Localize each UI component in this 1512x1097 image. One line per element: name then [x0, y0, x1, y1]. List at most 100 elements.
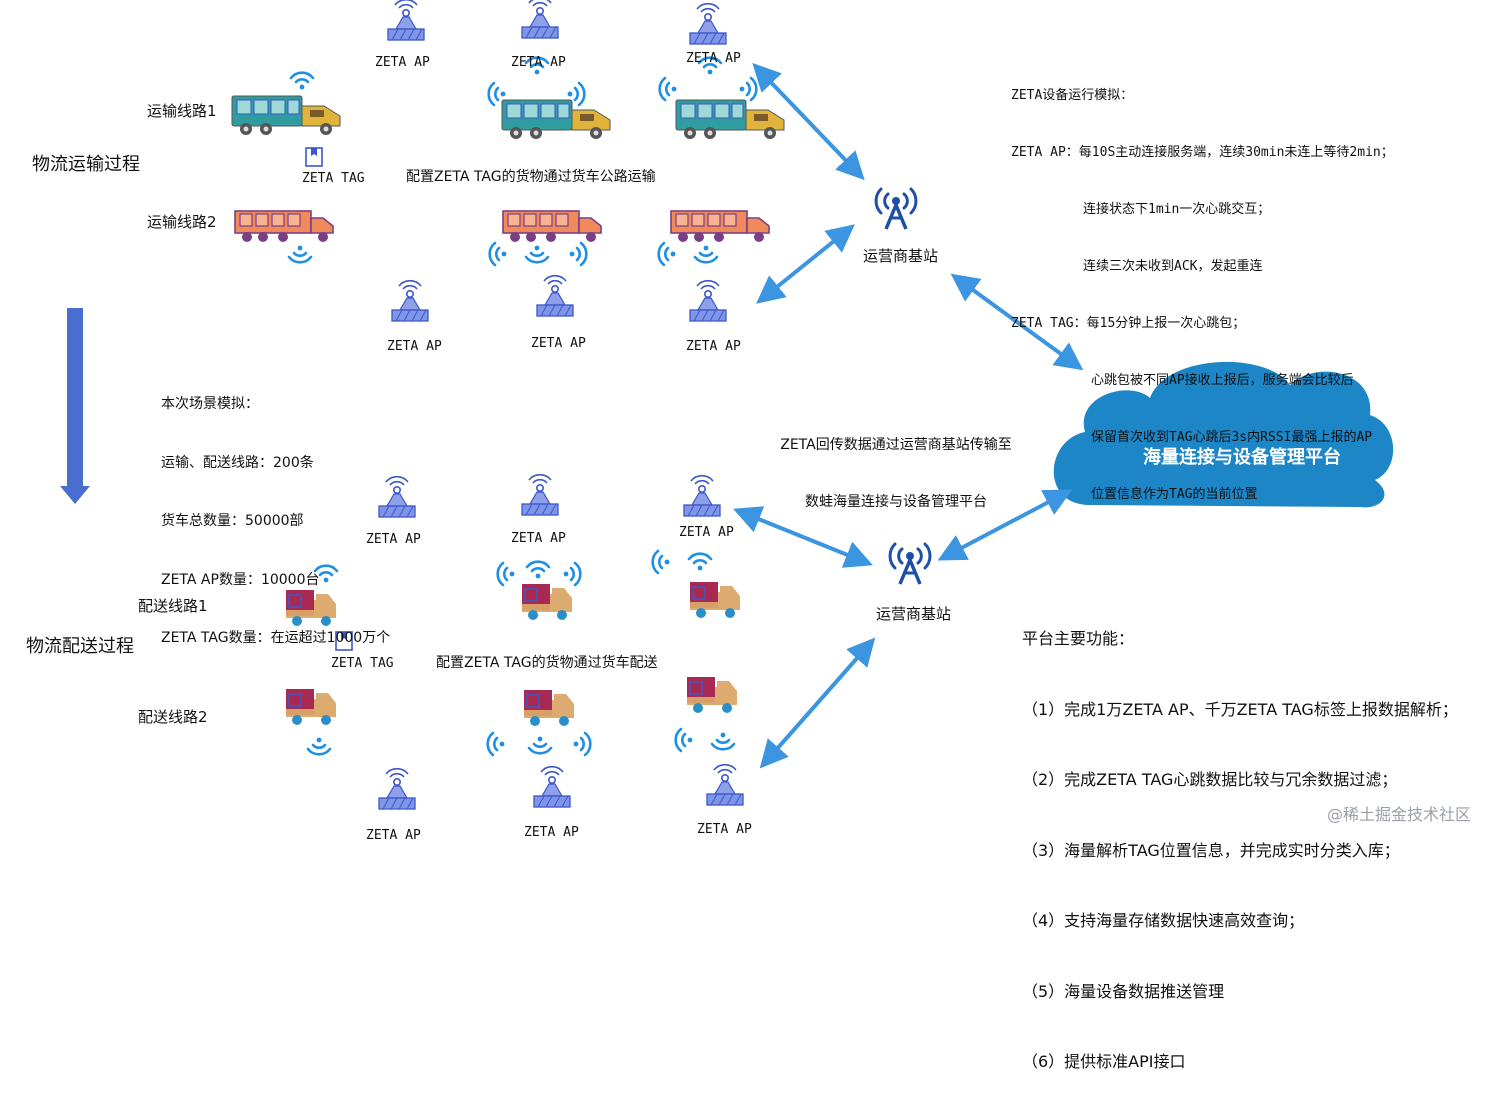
simulation-ap-line: 连续三次未收到ACK，发起重连 [1083, 259, 1263, 274]
signal-icon [657, 241, 677, 267]
route-label: 配送线路1 [138, 597, 208, 615]
link-arrow [733, 506, 873, 568]
van-icon [521, 583, 573, 621]
diagram-canvas [60, 0, 1394, 810]
platform-cloud [1053, 361, 1394, 508]
ap-icon [689, 279, 727, 322]
delivery-caption: 配置ZETA TAG的货物通过货车配送 [436, 655, 658, 671]
truck-icon [502, 210, 602, 243]
tag-icon [305, 147, 323, 167]
signal-icon [710, 731, 736, 751]
scenario-line: ZETA TAG数量：在运超过1000万个 [161, 630, 391, 646]
ap-label: ZETA AP [524, 825, 579, 840]
van-icon [285, 688, 337, 726]
ap-icon [689, 2, 727, 45]
transport-process-title: 物流运输过程 [32, 154, 140, 175]
ap-label: ZETA AP [375, 55, 430, 70]
ap-label: ZETA AP [366, 828, 421, 843]
simulation-title: ZETA设备运行模拟： [1011, 88, 1134, 103]
center-note-line: 数蛙海量连接与设备管理平台 [805, 494, 987, 510]
ap-icon [536, 274, 574, 317]
scenario-line: ZETA AP数量：10000台 [161, 571, 320, 588]
ap-icon [387, 0, 425, 41]
ap-icon [706, 763, 744, 806]
simulation-tag-line: 心跳包被不同AP接收上报后，服务端会比较后 [1091, 373, 1354, 388]
simulation-tag-line: 每15分钟上报一次心跳包； [1086, 316, 1246, 331]
ap-label: ZETA AP [697, 822, 752, 837]
simulation-ap-line: 连接状态下1min一次心跳交互； [1083, 202, 1271, 217]
platform-item: （1）完成1万ZETA AP、千万ZETA TAG标签上报数据解析； [1022, 699, 1458, 719]
signal-icon [568, 241, 588, 267]
platform-item: （6）提供标准API接口 [1022, 1052, 1186, 1071]
scenario-line: 运输、配送线路：200条 [161, 454, 314, 471]
platform-title: 平台主要功能： [1022, 629, 1135, 648]
transport-caption: 配置ZETA TAG的货物通过货车公路运输 [406, 169, 656, 185]
route-label: 运输线路2 [147, 213, 217, 231]
signal-icon [287, 244, 313, 264]
simulation-block: ZETA设备运行模拟： ZETA AP：每10S主动连接服务端，连续30min未… [1011, 48, 1394, 523]
signal-icon [289, 71, 315, 91]
platform-item: （2）完成ZETA TAG心跳数据比较与冗余数据过滤； [1022, 770, 1398, 789]
signal-icon [674, 727, 694, 753]
ap-label: ZETA AP [387, 339, 442, 354]
signal-icon [488, 241, 508, 267]
base-station-icon [888, 542, 932, 586]
truck-icon [670, 210, 770, 243]
platform-functions: 平台主要功能： （1）完成1万ZETA AP、千万ZETA TAG标签上报数据解… [1022, 580, 1458, 1097]
simulation-ap-row: ZETA AP：每10S主动连接服务端，连续30min未连上等待2min； [1011, 143, 1394, 162]
platform-item: （4）支持海量存储数据快速高效查询； [1022, 911, 1305, 930]
signal-icon [693, 244, 719, 264]
cloud-title: 海量连接与设备管理平台 [1143, 447, 1341, 468]
scenario-line: 货车总数量：50000部 [161, 513, 304, 529]
platform-item: （3）海量解析TAG位置信息，并完成实时分类入库； [1022, 840, 1400, 860]
van-icon [686, 676, 738, 714]
simulation-tag-line: 位置信息作为TAG的当前位置 [1091, 487, 1258, 502]
scenario-block: 本次场景模拟： 运输、配送线路：200条 货车总数量：50000部 ZETA A… [161, 356, 390, 668]
signal-icon [527, 735, 553, 755]
signal-icon [524, 244, 550, 264]
signal-icon [525, 560, 551, 580]
signal-icon [658, 76, 678, 102]
van-icon [689, 581, 741, 619]
signal-icon [306, 736, 332, 756]
delivery-process-title: 物流配送过程 [26, 636, 134, 657]
base-station-label: 运营商基站 [876, 605, 952, 623]
ap-icon [378, 767, 416, 810]
ap-label: ZETA AP [686, 51, 741, 66]
link-arrow [759, 637, 876, 769]
van-icon [523, 689, 575, 727]
truck-icon [501, 99, 611, 140]
ap-label: ZETA AP [686, 339, 741, 354]
ap-icon [391, 279, 429, 322]
link-arrow [752, 62, 865, 181]
signal-icon [496, 561, 516, 587]
platform-item: （5）海量设备数据推送管理 [1022, 981, 1225, 1001]
base-station-label: 运营商基站 [863, 247, 939, 265]
signal-icon [738, 76, 758, 102]
process-flow-arrow [60, 308, 90, 504]
ap-icon [683, 474, 721, 517]
tag-label: ZETA TAG [331, 656, 394, 671]
route-label: 配送线路2 [138, 708, 208, 726]
ap-icon [521, 473, 559, 516]
scenario-title: 本次场景模拟： [161, 396, 259, 412]
signal-icon [687, 552, 713, 572]
watermark: @稀土掘金技术社区 [1327, 805, 1472, 824]
simulation-ap-prefix: ZETA AP： [1011, 145, 1079, 160]
ap-icon [521, 0, 559, 39]
link-arrow [950, 273, 1084, 371]
simulation-tag-prefix: ZETA TAG： [1011, 316, 1087, 331]
truck-icon [231, 95, 341, 136]
signal-icon [562, 561, 582, 587]
signal-icon [572, 731, 592, 757]
truck-icon [234, 210, 334, 243]
ap-label: ZETA AP [511, 531, 566, 546]
center-note-line: ZETA回传数据通过运营商基站传输至 [780, 437, 1012, 453]
tag-label: ZETA TAG [302, 171, 365, 186]
signal-icon [651, 549, 671, 575]
ap-label: ZETA AP [511, 55, 566, 70]
ap-label: ZETA AP [531, 336, 586, 351]
signal-icon [486, 731, 506, 757]
simulation-tag-row: ZETA TAG：每15分钟上报一次心跳包； [1011, 314, 1394, 333]
ap-label: ZETA AP [366, 532, 421, 547]
